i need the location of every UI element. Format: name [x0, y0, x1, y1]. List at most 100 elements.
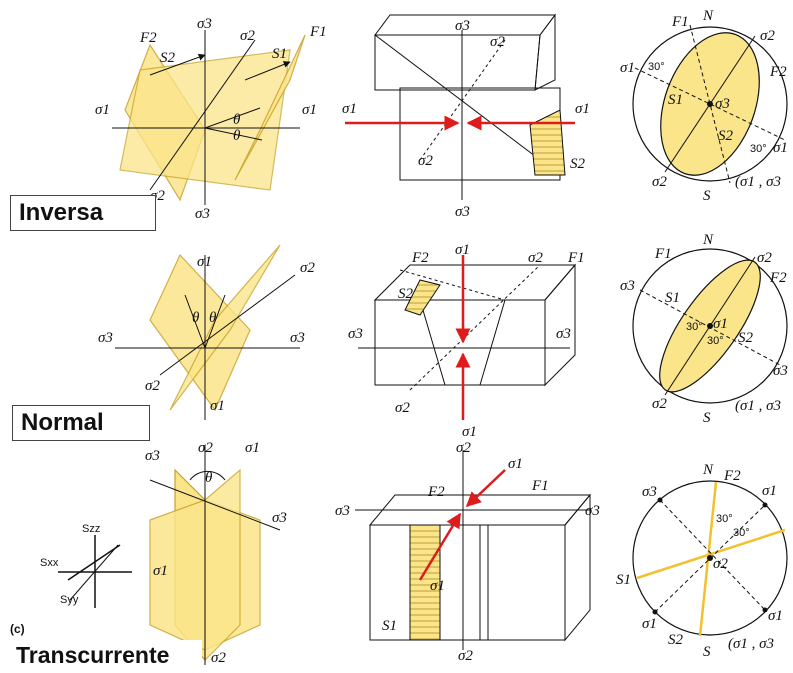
- label-s2: S2: [668, 632, 684, 648]
- label-sigma1-center: σ1: [713, 316, 728, 332]
- label-theta-2: θ: [209, 310, 217, 326]
- label-sigma2-top: σ2: [760, 28, 775, 44]
- label-sigma1-bottom-left: σ1: [642, 616, 657, 632]
- label-sigma1-right: σ1: [575, 101, 590, 117]
- label-sigma3-left: σ3: [348, 326, 363, 342]
- label-north: N: [702, 8, 714, 24]
- normal-block-diagram: σ1 F2 F1 σ2 S2 σ3 σ3 σ2 σ1: [348, 242, 585, 440]
- label-sigma2-bottom: σ2: [145, 378, 160, 394]
- label-sigma1-top: σ1: [455, 242, 470, 258]
- label-syy: Syy: [60, 594, 79, 606]
- label-30-right: 30°: [707, 335, 724, 347]
- label-f2: F2: [769, 270, 787, 286]
- inversa-planes-sketch: F2 F1 S2 S1 σ3 σ2 σ1 σ1 θ θ σ2 σ3: [95, 16, 327, 222]
- inversa-block-diagram: σ3 σ2 σ1 σ1 σ2 σ3 S2: [342, 13, 590, 220]
- label-sigma3-left: σ3: [620, 278, 635, 294]
- label-sigma2-bottom: σ2: [418, 153, 433, 169]
- label-sigma2-bottom: σ2: [211, 650, 226, 666]
- label-sigma3-center: σ3: [715, 96, 730, 112]
- label-sigma1-top: σ1: [197, 254, 212, 270]
- label-pair13: (σ1 , σ3: [735, 398, 781, 414]
- label-sigma3-top: σ3: [455, 18, 470, 34]
- label-sigma3-right: σ3: [290, 330, 305, 346]
- label-s1: S1: [272, 46, 287, 62]
- label-sigma3-top-left: σ3: [642, 484, 657, 500]
- panel-c-label: (c): [10, 622, 25, 636]
- label-sigma1-top-right: σ1: [762, 483, 777, 499]
- hatched-fault-surface: [404, 279, 441, 316]
- label-pair13: (σ1 , σ3: [728, 636, 774, 652]
- hatched-fault-surface: [529, 109, 566, 176]
- transcurrente-block-diagram: σ2 σ1 F2 F1 σ3 σ3 σ1 S1 σ2: [335, 440, 600, 664]
- label-sigma2-top: σ2: [456, 440, 471, 456]
- label-s1: S1: [616, 572, 631, 588]
- row-label-normal: Normal: [12, 405, 150, 441]
- row-label-transcurrente: Transcurrente: [8, 640, 202, 670]
- label-sigma3-right: σ3: [272, 510, 287, 526]
- label-sxx: Sxx: [40, 557, 59, 569]
- label-sigma2-center: σ2: [713, 556, 728, 572]
- label-sigma1-right: σ1: [302, 102, 317, 118]
- label-f2: F2: [723, 468, 741, 484]
- label-f2: F2: [769, 64, 787, 80]
- label-s2: S2: [160, 50, 176, 66]
- label-sigma3-right: σ3: [773, 363, 788, 379]
- label-30-left: 30°: [686, 321, 703, 333]
- label-f2: F2: [411, 250, 429, 266]
- label-south: S: [703, 410, 711, 426]
- inversa-stereonet: N S F1 σ2 F2 σ1 30° S1 σ3 S2 30° σ1 σ2 (…: [620, 8, 788, 204]
- label-south: S: [703, 188, 711, 204]
- label-sigma2-top: σ2: [528, 250, 543, 266]
- label-sigma1-left: σ1: [620, 60, 635, 76]
- label-sigma3-right: σ3: [585, 503, 600, 519]
- fault-plane-f1: [234, 34, 306, 181]
- label-north: N: [702, 462, 714, 478]
- label-theta: θ: [205, 470, 213, 486]
- label-sigma1-right: σ1: [773, 140, 788, 156]
- label-sigma2-top: σ2: [300, 260, 315, 276]
- label-sigma1-bottom: σ1: [430, 578, 445, 594]
- label-sigma3-bottom: σ3: [195, 206, 210, 222]
- label-sigma1-bottom: σ1: [153, 563, 168, 579]
- label-sigma1-top: σ1: [508, 456, 523, 472]
- label-s1: S1: [668, 92, 683, 108]
- label-sigma3-left: σ3: [335, 503, 350, 519]
- label-south: S: [703, 644, 711, 660]
- label-f1: F1: [671, 14, 689, 30]
- row-label-inversa: Inversa: [10, 195, 156, 231]
- transcurrente-stereonet: N S F2 σ1 σ3 30° 30° σ2 S1 σ1 S2 σ1 (σ1 …: [616, 462, 788, 660]
- label-sigma2-bottom: σ2: [458, 648, 473, 664]
- label-30-bottom: 30°: [750, 143, 767, 155]
- label-theta-2: θ: [233, 128, 241, 144]
- label-north: N: [702, 232, 714, 248]
- transcurrente-planes-sketch: σ2 σ1 σ3 σ3 θ σ1 σ2: [145, 440, 287, 666]
- label-sigma3-left: σ3: [145, 448, 160, 464]
- transcurrente-axes: Szz Sxx Syy: [40, 523, 132, 608]
- label-pair13: (σ1 , σ3: [735, 174, 781, 190]
- label-sigma1-top: σ1: [245, 440, 260, 456]
- label-sigma2-top: σ2: [757, 250, 772, 266]
- label-f1: F1: [567, 250, 585, 266]
- label-sigma1-left: σ1: [342, 101, 357, 117]
- label-f2: F2: [427, 484, 445, 500]
- label-s1: S1: [665, 290, 680, 306]
- label-s1: S1: [382, 618, 397, 634]
- label-sigma3-left: σ3: [98, 330, 113, 346]
- label-sigma1-bottom: σ1: [210, 398, 225, 414]
- normal-stereonet: N S F1 σ2 F2 σ3 S1 30° σ1 30° S2 σ3 σ2 (…: [620, 232, 788, 426]
- label-sigma2-bottom: σ2: [395, 400, 410, 416]
- label-sigma1-bottom-right: σ1: [768, 608, 783, 624]
- label-sigma1-bottom: σ1: [462, 424, 477, 440]
- label-sigma2-bottom: σ2: [652, 396, 667, 412]
- label-f2: F2: [139, 30, 157, 46]
- label-s2: S2: [398, 286, 414, 302]
- label-30-1: 30°: [716, 513, 733, 525]
- label-sigma2-top: σ2: [198, 440, 213, 456]
- label-sigma2-top: σ2: [490, 34, 505, 50]
- label-sigma2-top: σ2: [240, 28, 255, 44]
- label-szz: Szz: [82, 523, 100, 535]
- normal-planes-sketch: σ1 σ2 σ3 σ3 θ θ σ2 σ1: [98, 244, 315, 420]
- label-sigma3-bottom: σ3: [455, 204, 470, 220]
- label-theta-1: θ: [233, 112, 241, 128]
